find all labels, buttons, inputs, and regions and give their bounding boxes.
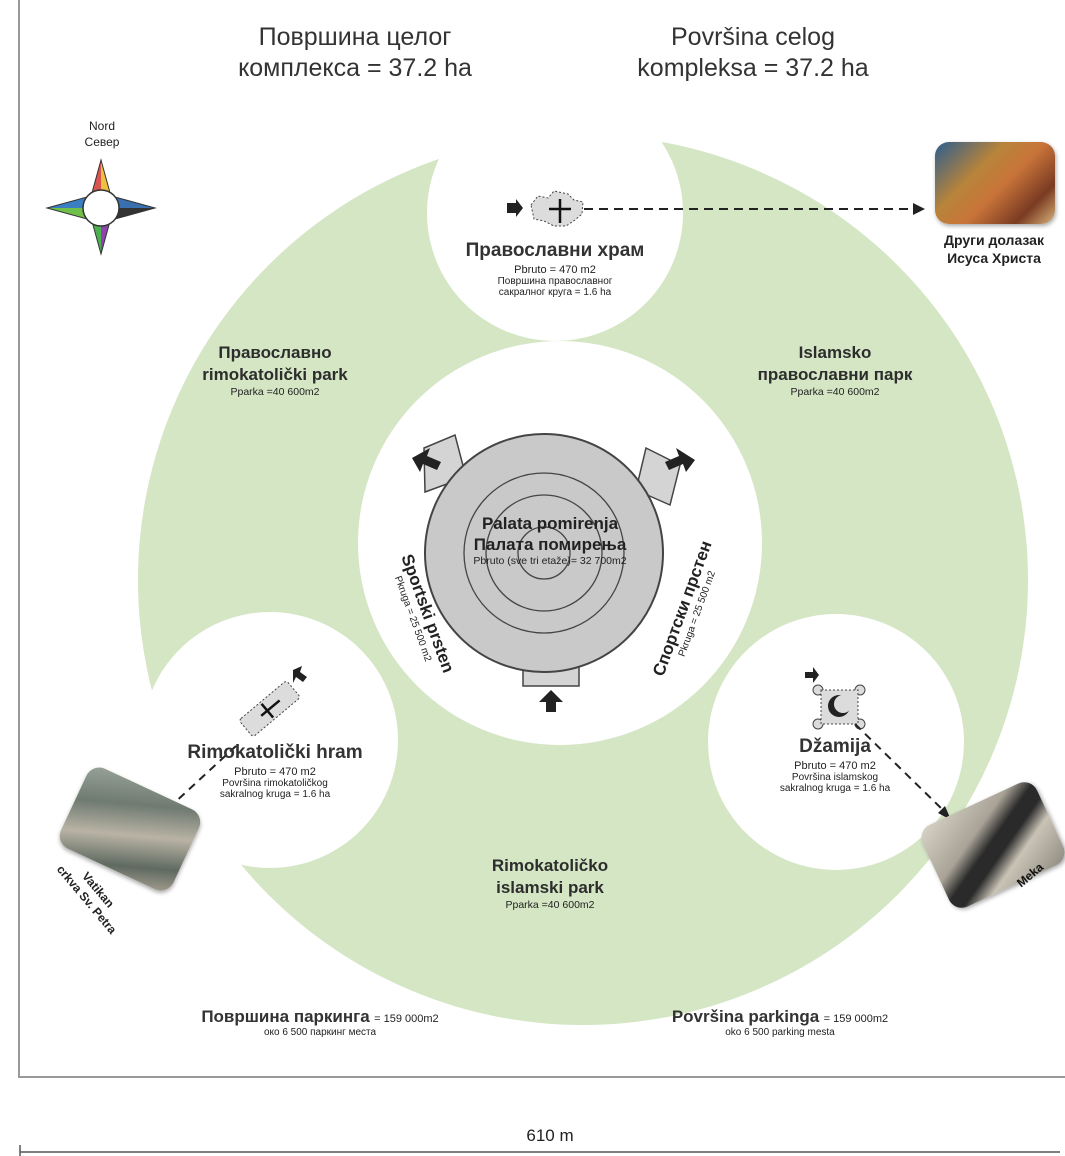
crescent-icon: [834, 695, 852, 713]
orthodox-temple-gross: Pbruto = 470 m2: [514, 264, 596, 276]
orthodox-circle-area-line2: сакралног круга = 1.6 ha: [498, 287, 612, 298]
park-left-area: Pparka =40 600m2: [230, 386, 320, 398]
entry-arrow-icon: [539, 690, 563, 712]
park-bottom-line2: islamski park: [496, 878, 604, 897]
catholic-circle-area-line1: Površina rimokatoličkog: [222, 778, 328, 789]
compass-labels: Nord Север: [72, 118, 132, 150]
second-coming-photo: [935, 142, 1055, 224]
mosque-circle-area-line1: Površina islamskog: [791, 772, 879, 783]
catholic-direction-line: [170, 745, 237, 807]
total-area-cyrillic: Површина целог комплекса = 37.2 ha: [215, 22, 495, 84]
palace-outer-ring: [424, 433, 664, 673]
park-bottom-area: Pparka =40 600m2: [505, 899, 595, 911]
parking-left-label: Површина паркинга = 159 000m2 око 6 500 …: [170, 1007, 470, 1038]
total-area-latin-line2: kompleksa = 37.2 ha: [637, 54, 869, 82]
park-left-line2: rimokatolički park: [202, 365, 348, 384]
total-area-latin-line1: Površina celog: [671, 23, 835, 51]
parking-left-title: Површина паркинга: [201, 1007, 370, 1026]
catholic-temple-label: Rimokatolički hram Pbruto = 470 m2 Površ…: [170, 742, 380, 800]
parking-right-title: Površina parkinga: [671, 1007, 820, 1026]
parking-right-sub: oko 6 500 parking mesta: [725, 1027, 835, 1038]
cross-icon: [549, 199, 571, 223]
palace-title-latin: Palata pomirenja: [481, 514, 619, 533]
catholic-temple-gross: Pbruto = 470 m2: [234, 766, 316, 778]
catholic-temple-title: Rimokatolički hram: [187, 742, 363, 763]
mosque-title: Džamija: [799, 736, 871, 757]
orthodox-temple-label: Православни храм Pbruto = 470 m2 Површин…: [455, 240, 655, 298]
palace-gross-area: Pbruto (sve tri etaže)= 32 700m2: [473, 555, 627, 567]
parking-left-sub: око 6 500 паркинг места: [263, 1027, 377, 1038]
total-area-cyrillic-line1: Површина целог: [258, 23, 452, 51]
palace-core-ring: [517, 526, 571, 580]
park-right-label: Islamsko православни парк Pparka =40 600…: [730, 342, 940, 398]
entry-arrow-icon: [412, 448, 441, 472]
catholic-temple-shape: [239, 681, 300, 737]
palace-title-cyrillic: Палата помирења: [473, 535, 627, 554]
compass-nord-label: Nord: [88, 119, 115, 133]
scale-label: 610 m: [526, 1126, 574, 1145]
palace-label: Palata pomirenja Палата помирења Pbruto …: [450, 513, 650, 567]
entry-arrow-icon: [665, 448, 695, 472]
islamic-sacred-circle: [708, 614, 964, 870]
entry-arrow-icon: [805, 667, 819, 683]
park-bottom-line1: Rimokatoličko: [491, 856, 609, 875]
arrowhead-icon: [913, 203, 925, 215]
park-bottom-label: Rimokatoličko islamski park Pparka =40 6…: [445, 855, 655, 911]
parking-right-value: = 159 000m2: [823, 1013, 889, 1025]
mosque-label: Džamija Pbruto = 470 m2 Površina islamsk…: [740, 736, 930, 794]
catholic-circle-area-line2: sakralnog kruga = 1.6 ha: [219, 789, 331, 800]
compass-rose-icon: [45, 158, 157, 256]
mosque-direction-line: [854, 723, 946, 813]
mosque-gross: Pbruto = 470 m2: [794, 760, 876, 772]
park-right-area: Pparka =40 600m2: [790, 386, 880, 398]
compass-sever-label: Север: [84, 135, 120, 149]
orthodox-circle-area-line1: Површина православног: [497, 276, 613, 287]
mosque-shape: [812, 684, 866, 730]
entry-arrow-icon: [507, 199, 523, 217]
parking-left-value: = 159 000m2: [374, 1013, 439, 1025]
entry-arrow-icon: [293, 666, 307, 683]
park-left-line1: Православно: [218, 343, 332, 362]
total-area-cyrillic-line2: комплекса = 37.2 ha: [238, 54, 472, 82]
palace-inner-ring: [485, 494, 603, 612]
park-right-line2: православни парк: [757, 365, 913, 384]
total-area-latin: Površina celog kompleksa = 37.2 ha: [618, 22, 888, 84]
orthodox-temple-title: Православни храм: [465, 240, 645, 261]
second-coming-line2: Исуса Христа: [947, 250, 1041, 266]
parking-right-label: Površina parkinga = 159 000m2 oko 6 500 …: [640, 1007, 920, 1038]
second-coming-line1: Други долазак: [944, 232, 1044, 248]
park-left-label: Православно rimokatolički park Pparka =4…: [170, 342, 380, 398]
second-coming-label: Други долазак Исуса Христа: [924, 231, 1064, 267]
catholic-sacred-circle: [142, 612, 398, 868]
park-right-line1: Islamsko: [798, 343, 872, 362]
mosque-circle-area-line2: sakralnog kruga = 1.6 ha: [779, 783, 891, 794]
palace-mid-ring: [463, 472, 625, 634]
